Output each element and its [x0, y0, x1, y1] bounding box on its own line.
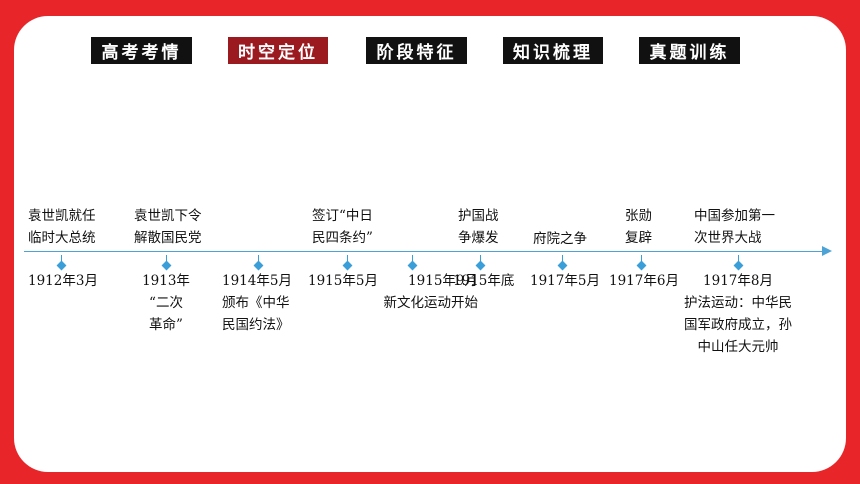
date-1915-05: 1915年5月 [308, 273, 378, 289]
event-kmt-dissolved: 袁世凯下令 解散国民党 [134, 208, 202, 246]
date-1917-06: 1917年6月 [609, 273, 679, 289]
timeline-stem [166, 255, 167, 264]
timeline-axis [24, 251, 824, 252]
date-1915-09: 1915年9月 新文化运动开始 [383, 273, 479, 311]
timeline-arrow-icon [822, 246, 832, 256]
event-cabinet-dispute: 府院之争 [533, 231, 587, 247]
event-treaty-signed: 签订“中日 民四条约” [312, 208, 373, 246]
event-zhang-xun-restoration: 张勋 复辟 [625, 208, 652, 246]
timeline-stem [347, 255, 348, 264]
tab-time-space-position[interactable]: 时空定位 [228, 37, 328, 64]
slide-card [14, 16, 846, 472]
timeline-stem [61, 255, 62, 264]
timeline-stem [641, 255, 642, 264]
timeline-stem [738, 255, 739, 264]
event-china-joins-ww1: 中国参加第一 次世界大战 [694, 208, 775, 246]
date-1917-08: 1917年8月 护法运动：中华民 国军政府成立，孙 中山任大元帅 [684, 273, 792, 355]
tab-exam-practice[interactable]: 真题训练 [639, 37, 740, 64]
timeline-stem [258, 255, 259, 264]
tab-knowledge-review[interactable]: 知识梳理 [503, 37, 603, 64]
event-yuan-inaugurated: 袁世凯就任 临时大总统 [28, 208, 96, 246]
date-1913: 1913年 “二次 革命” [142, 273, 190, 333]
date-1915-end: 1915年底 [453, 273, 515, 289]
timeline-stem [412, 255, 413, 264]
timeline-stem [480, 255, 481, 264]
event-national-protection-war: 护国战 争爆发 [458, 208, 499, 246]
tab-exam-overview[interactable]: 高考考情 [91, 37, 192, 64]
date-1912-03: 1912年3月 [28, 273, 98, 289]
date-1914-05: 1914年5月 颁布《中华 民国约法》 [222, 273, 292, 333]
tab-stage-features[interactable]: 阶段特征 [366, 37, 467, 64]
date-1917-05: 1917年5月 [530, 273, 600, 289]
timeline-stem [562, 255, 563, 264]
